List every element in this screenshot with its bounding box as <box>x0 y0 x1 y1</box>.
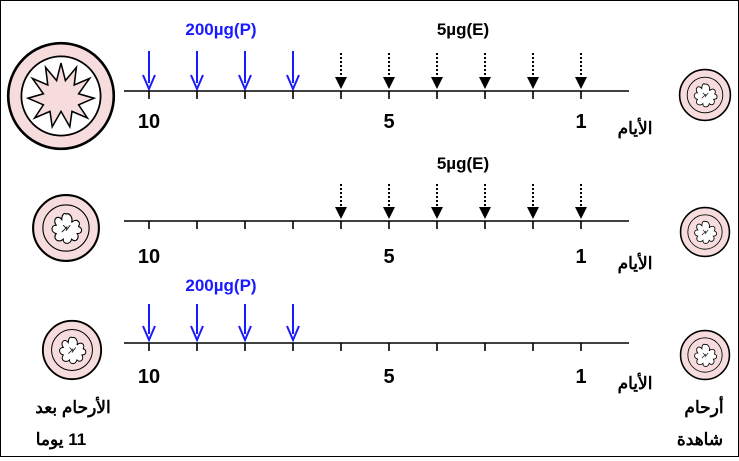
dotted-down-arrow-icon <box>383 184 395 219</box>
caption-control-uteri-line-1: أرحام <box>684 395 723 418</box>
solid-down-arrow-icon <box>286 304 300 343</box>
uterus-cross-section-icon <box>679 329 731 381</box>
uterus-cross-section-icon <box>32 194 100 262</box>
tick-label-day-10: 10 <box>138 111 160 133</box>
row-2-arrows-e <box>335 184 587 219</box>
tick-label-day-5: 5 <box>383 246 394 268</box>
dotted-down-arrow-icon <box>575 53 587 89</box>
dotted-down-arrow-icon <box>527 53 539 89</box>
solid-down-arrow-icon <box>238 51 252 92</box>
caption-control-uteri-line-2: شاهدة <box>677 430 723 449</box>
days-axis-label: الأيام <box>618 252 653 274</box>
uterus-cross-section-icon <box>41 319 103 381</box>
tick-label-day-1: 1 <box>575 246 586 268</box>
dotted-down-arrow-icon <box>431 184 443 219</box>
row-3-arrows-p <box>142 304 300 343</box>
solid-down-arrow-icon <box>142 51 156 92</box>
solid-down-arrow-icon <box>238 304 252 343</box>
row-1-arrows-p <box>142 51 300 92</box>
tick-label-day-5: 5 <box>383 366 394 388</box>
uterus-cross-section-icon <box>678 68 732 122</box>
dotted-down-arrow-icon <box>479 53 491 89</box>
uterus-cross-section-icon <box>6 41 116 151</box>
caption-treated-uteri-line-1: الأرحام بعد <box>35 396 110 418</box>
tick-label-day-10: 10 <box>138 366 160 388</box>
dotted-down-arrow-icon <box>335 184 347 219</box>
row-2: 5µg(E) 10 5 1 الأيام <box>32 154 731 274</box>
dose-label-estrogen: 5µg(E) <box>437 20 489 39</box>
tick-label-day-10: 10 <box>138 246 160 268</box>
row-1-arrows-e <box>335 53 587 89</box>
dotted-down-arrow-icon <box>383 53 395 89</box>
solid-down-arrow-icon <box>142 304 156 343</box>
days-axis-label: الأيام <box>618 372 653 394</box>
row-1-timeline <box>124 90 629 99</box>
caption-treated-uteri-line-2: 11 يوما <box>36 430 87 450</box>
solid-down-arrow-icon <box>190 51 204 92</box>
days-axis-label: الأيام <box>618 117 653 139</box>
solid-down-arrow-icon <box>286 51 300 92</box>
dotted-down-arrow-icon <box>575 184 587 219</box>
uterus-cross-section-icon <box>679 206 731 258</box>
row-3: 200µg(P) 10 5 1 الأيام <box>41 276 731 394</box>
tick-label-day-1: 1 <box>575 366 586 388</box>
dose-label-estrogen: 5µg(E) <box>437 154 489 173</box>
dotted-down-arrow-icon <box>431 53 443 89</box>
dotted-down-arrow-icon <box>479 184 491 219</box>
dose-label-progesterone: 200µg(P) <box>185 20 256 39</box>
dotted-down-arrow-icon <box>335 53 347 89</box>
tick-label-day-1: 1 <box>575 111 586 133</box>
dotted-down-arrow-icon <box>527 184 539 219</box>
row-1: 200µg(P) 5µg(E) 10 5 1 الأيام <box>6 20 732 151</box>
dose-label-progesterone: 200µg(P) <box>185 276 256 295</box>
captions: الأرحام بعد 11 يوما أرحام شاهدة <box>35 395 724 450</box>
row-3-timeline <box>124 342 629 351</box>
solid-down-arrow-icon <box>190 304 204 343</box>
tick-label-day-5: 5 <box>383 111 394 133</box>
row-2-timeline <box>124 220 629 229</box>
